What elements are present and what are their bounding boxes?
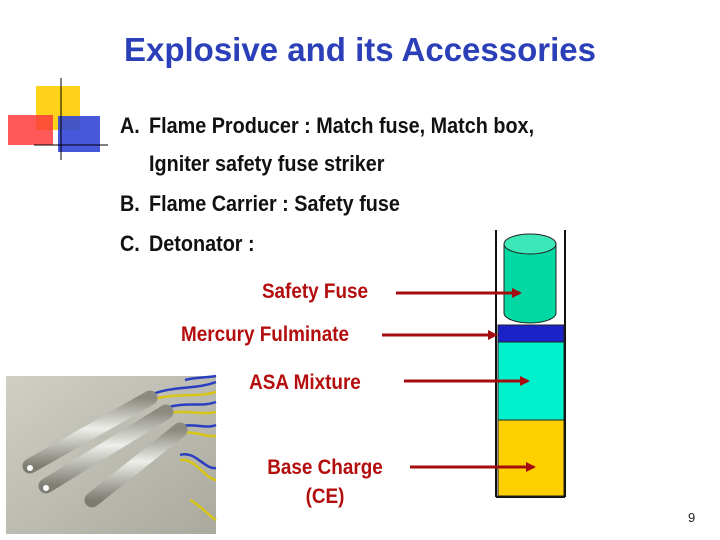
item-a-line-1: Flame Producer : Match fuse, Match box,	[149, 113, 535, 138]
asa-mixture-label: ASA Mixture	[249, 371, 361, 394]
asa-mixture-layer	[497, 341, 565, 421]
red-square	[8, 115, 53, 145]
safety-fuse-cylinder	[503, 233, 557, 324]
item-a-line-2: Igniter safety fuse striker	[149, 151, 385, 176]
base-charge-sub-label: (CE)	[305, 485, 345, 508]
item-c-line-1: Detonator :	[149, 231, 255, 256]
item-b-marker: B.	[120, 191, 140, 216]
safety-fuse-label: Safety Fuse	[261, 280, 369, 303]
mercury-fulminate-layer	[497, 324, 565, 343]
item-c-marker: C.	[120, 231, 140, 256]
mercury-fulminate-label: Mercury Fulminate	[180, 323, 350, 346]
blue-square	[58, 116, 100, 152]
base-charge-layer	[497, 419, 565, 497]
corner-decoration	[8, 78, 108, 160]
slide-title: Explosive and its Accessories	[123, 31, 596, 68]
page-number: 9	[688, 510, 696, 525]
item-a-marker: A.	[120, 113, 140, 138]
base-charge-label: Base Charge	[267, 456, 383, 479]
item-b-line-1: Flame Carrier : Safety fuse	[149, 191, 400, 216]
